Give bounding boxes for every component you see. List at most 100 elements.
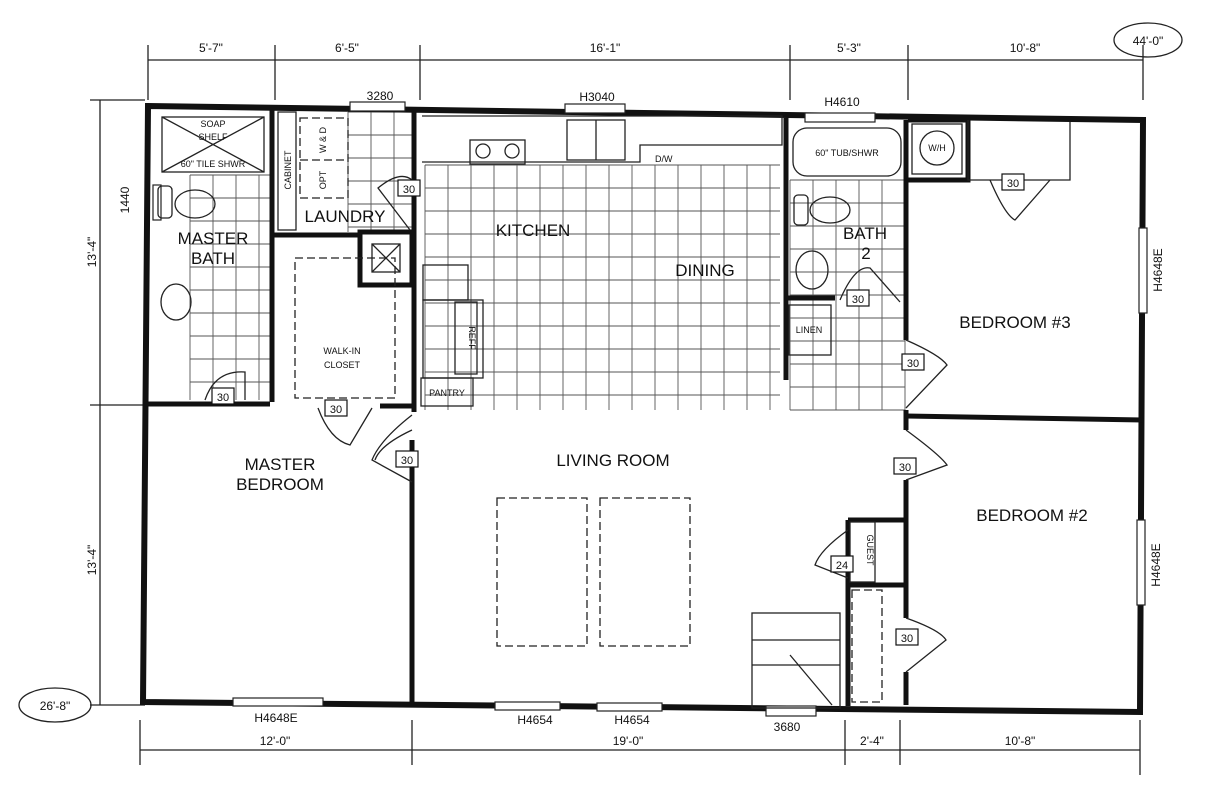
master-bath-tile-floor (189, 174, 270, 400)
label-kitchen: KITCHEN (496, 221, 571, 240)
svg-text:SHELF: SHELF (198, 132, 228, 142)
window-laundry (349, 101, 406, 112)
svg-text:PANTRY: PANTRY (429, 388, 465, 398)
svg-text:2'-4": 2'-4" (860, 734, 884, 748)
water-heater: W/H (911, 123, 963, 175)
door-bedroom3-closet: 30 (989, 173, 1051, 221)
guest-closet: GUEST (849, 521, 876, 583)
window-master-bath (152, 184, 162, 221)
left-dimension-line: 13'-4" 13'-4" (85, 99, 145, 706)
svg-text:44'-0": 44'-0" (1133, 34, 1164, 48)
pantry: PANTRY (420, 377, 474, 407)
sink-master (160, 283, 192, 321)
svg-text:H3040: H3040 (579, 90, 615, 104)
label-walk-in-closet: WALK-IN (323, 346, 360, 356)
windows: 3280 H3040 H4610 H4648E H4648E H4648E H4… (118, 89, 1165, 734)
label-master-bath: MASTER (178, 229, 249, 248)
window-bedroom2 (1136, 519, 1146, 606)
label-laundry: LAUNDRY (305, 207, 386, 226)
stove (469, 139, 526, 165)
svg-text:H4610: H4610 (824, 95, 860, 109)
top-dimension-line: 5'-7" 6'-5" 16'-1" 5'-3" 10'-8" (147, 41, 1144, 100)
entry-door-opening (765, 705, 817, 717)
toilet-master (157, 185, 216, 219)
bottom-dimension-line: 12'-0" 19'-0" 2'-4" 10'-8" (139, 720, 1141, 775)
overall-depth-label: 26'-8" (18, 687, 92, 723)
svg-text:CLOSET: CLOSET (324, 360, 361, 370)
svg-text:16'-1": 16'-1" (590, 41, 621, 55)
window-living-1 (494, 701, 561, 711)
exterior-wall (139, 102, 1147, 716)
svg-text:30: 30 (852, 294, 864, 306)
svg-text:30: 30 (403, 184, 415, 196)
window-bedroom3 (1138, 227, 1148, 314)
svg-text:BEDROOM: BEDROOM (236, 475, 324, 494)
sink-bath2 (795, 250, 829, 290)
interior-walls (148, 106, 1144, 706)
svg-text:60" TUB/SHWR: 60" TUB/SHWR (815, 148, 879, 158)
svg-text:H4654: H4654 (517, 713, 553, 727)
door-guest: 24 (814, 529, 854, 579)
label-master-bedroom: MASTER (245, 455, 316, 474)
svg-text:30: 30 (217, 392, 229, 404)
overall-width-label: 44'-0" (1113, 22, 1183, 58)
svg-text:5'-7": 5'-7" (199, 41, 223, 55)
label-bedroom2: BEDROOM #2 (976, 506, 1087, 525)
svg-text:5'-3": 5'-3" (837, 41, 861, 55)
svg-text:3280: 3280 (367, 89, 394, 103)
svg-text:LINEN: LINEN (796, 325, 823, 335)
svg-text:30: 30 (401, 455, 413, 467)
svg-text:GUEST: GUEST (865, 534, 875, 566)
refrigerator-area: REFF (422, 264, 484, 379)
svg-text:13'-4": 13'-4" (85, 545, 99, 576)
svg-text:OPT: OPT (318, 170, 328, 189)
living-rugs (496, 497, 691, 647)
svg-text:30: 30 (907, 358, 919, 370)
svg-text:2: 2 (861, 244, 870, 263)
svg-text:BATH: BATH (191, 249, 235, 268)
optional-washer-dryer: OPT W & D (299, 117, 349, 199)
svg-text:30: 30 (330, 404, 342, 416)
door-bedroom2: 30 (893, 429, 949, 481)
closet-rod-outline (294, 257, 396, 399)
svg-text:H4648E: H4648E (254, 711, 297, 725)
svg-text:24: 24 (836, 560, 848, 572)
svg-text:12'-0": 12'-0" (260, 734, 291, 748)
tile-shower: SOAP SHELF 60" TILE SHWR (161, 116, 265, 173)
linen-closet: LINEN (788, 304, 832, 356)
toilet-bath2 (793, 194, 851, 226)
svg-text:60" TILE SHWR: 60" TILE SHWR (181, 159, 246, 169)
window-living-2 (596, 702, 663, 712)
door-bedroom3: 30 (901, 339, 948, 409)
svg-text:3680: 3680 (774, 720, 801, 734)
door-master-bath: 30 (204, 371, 246, 405)
label-bedroom3: BEDROOM #3 (959, 313, 1070, 332)
room-labels: MASTER BATH LAUNDRY KITCHEN DINING BATH … (178, 207, 1088, 525)
svg-text:26'-8": 26'-8" (40, 699, 71, 713)
svg-text:30: 30 (901, 633, 913, 645)
kitchen-counter: D/W (422, 115, 783, 165)
svg-text:H4648E: H4648E (1149, 543, 1163, 586)
label-dining: DINING (675, 261, 735, 280)
svg-text:30: 30 (1007, 178, 1019, 190)
svg-text:10'-8": 10'-8" (1010, 41, 1041, 55)
svg-text:6'-5": 6'-5" (335, 41, 359, 55)
doors: 30 30 30 30 30 30 30 30 24 30 (204, 173, 1051, 673)
closet-shelf-outline (851, 589, 883, 703)
svg-text:SOAP: SOAP (200, 119, 225, 129)
svg-text:W/H: W/H (928, 143, 946, 153)
door-laundry: 30 (377, 175, 421, 231)
svg-text:1440: 1440 (118, 186, 132, 213)
svg-text:30: 30 (899, 462, 911, 474)
svg-text:13'-4": 13'-4" (85, 237, 99, 268)
door-walk-in-closet: 30 (317, 399, 373, 446)
door-living-room-hall (374, 429, 413, 461)
fixtures: SOAP SHELF 60" TILE SHWR CABINET OPT W &… (157, 111, 963, 709)
entry-steps (751, 612, 841, 709)
svg-text:CABINET: CABINET (283, 150, 293, 190)
door-bedroom2-closet: 30 (895, 617, 947, 673)
svg-text:19'-0": 19'-0" (613, 734, 644, 748)
window-kitchen (564, 103, 626, 114)
svg-text:W & D: W & D (318, 127, 328, 153)
